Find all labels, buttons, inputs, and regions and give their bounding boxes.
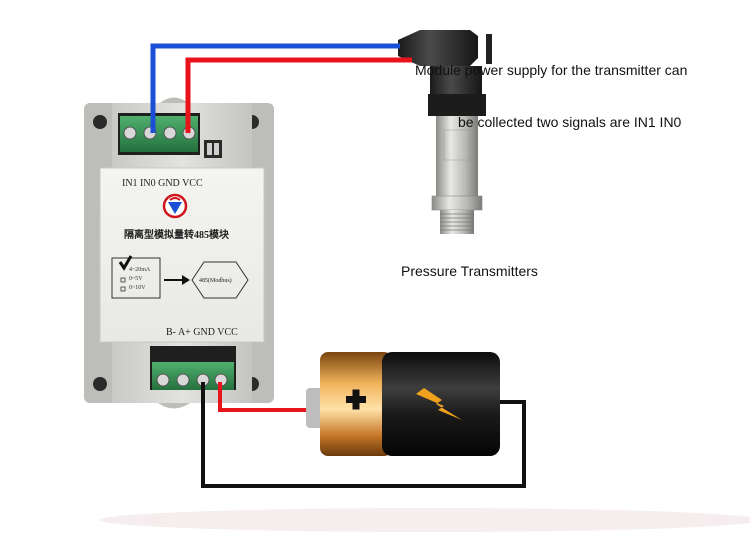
plug-body <box>430 66 482 94</box>
signal-option-box <box>111 257 161 299</box>
battery-terminal <box>306 388 324 428</box>
top-terminal-labels: IN1 IN0 GND VCC <box>122 178 203 189</box>
bottom-screw-b <box>156 373 170 387</box>
sensor-plug <box>398 30 478 66</box>
option-4-20ma: 4~20mA <box>129 267 151 273</box>
wire-red-battery-plus <box>218 382 312 412</box>
dip-switch <box>204 140 222 158</box>
arrow-right-icon <box>182 275 190 285</box>
dip-switch-lever-2 <box>214 143 219 155</box>
option-box-3 <box>120 286 126 292</box>
plug-base <box>428 94 486 116</box>
sensor-name-caption: Pressure Transmitters <box>401 263 538 279</box>
module-title: 隔离型模拟量转485模块 <box>124 230 229 241</box>
battery-icon <box>306 352 500 456</box>
wire-blue-in0 <box>150 43 400 133</box>
flange-tab-top <box>160 97 188 103</box>
check-icon <box>118 255 133 271</box>
pressure-transmitter <box>398 30 492 234</box>
bottom-screw-a <box>176 373 190 387</box>
sensor-hex-nut <box>431 195 483 211</box>
caption-line-1: Module power supply for the transmitter … <box>415 62 688 78</box>
thread-lines <box>440 213 474 231</box>
modbus-hexagon <box>191 261 249 299</box>
top-screw-gnd <box>163 126 177 140</box>
sensor-body <box>436 116 478 196</box>
caption-line-2: be collected two signals are IN1 IN0 <box>458 114 682 130</box>
brand-logo-icon <box>162 193 188 219</box>
option-box-2 <box>120 277 126 283</box>
option-0-5v: 0~5V <box>129 276 143 282</box>
sensor-nameplate <box>443 129 471 161</box>
wire-black-battery-minus <box>201 382 526 488</box>
converter-module <box>84 97 274 409</box>
flange-tab-bottom <box>158 403 190 409</box>
top-screw-in1 <box>123 126 137 140</box>
wires <box>150 43 526 488</box>
modbus-output-label: 485(Modbus) <box>199 278 232 284</box>
floor-shadow <box>100 508 750 532</box>
dip-switch-lever-1 <box>207 143 212 155</box>
module-label-panel <box>99 167 265 343</box>
mounting-hole-bl <box>93 377 107 391</box>
option-0-10v: 0~10V <box>129 285 146 291</box>
battery-black-section <box>382 352 500 456</box>
mounting-hole-tl <box>93 115 107 129</box>
plug-screw <box>486 34 492 64</box>
wire-red-vcc-sensor <box>185 57 412 133</box>
plus-icon <box>346 389 366 410</box>
lightning-bolt-icon <box>416 388 462 420</box>
bottom-terminal-labels: B- A+ GND VCC <box>166 327 238 338</box>
